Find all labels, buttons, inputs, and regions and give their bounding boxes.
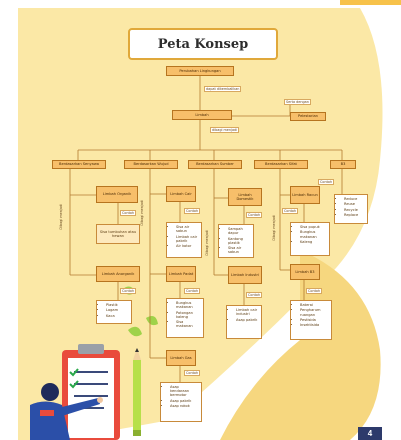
col4-top: Limbah Racun — [290, 186, 320, 204]
col3-top: Limbah Domestik — [228, 188, 262, 206]
list-item: Plastik — [106, 303, 118, 307]
list-item: Limbah cair industri — [236, 308, 258, 316]
list-item: Bungkus makanan — [300, 230, 326, 238]
col5-items: Reduce Reuse Recycle Replace — [334, 194, 368, 224]
list-item: Limbah cair pabrik — [176, 235, 198, 243]
col2-bottom: Limbah Gas — [166, 350, 196, 366]
col3-items1: Sampah dapur Kantong plastik Sisa air sa… — [218, 224, 254, 258]
col3-bottom: Limbah Industri — [228, 266, 262, 284]
side-node: Pelestarian — [290, 112, 326, 121]
list-item: Sisa air sabun — [176, 225, 198, 233]
vertical-label-1: Dibagi menjadi — [59, 204, 63, 230]
clipboard-illustration-icon — [62, 344, 120, 440]
col4-items1: Sisa pupuk Bungkus makanan Kaleng — [290, 222, 330, 256]
col4-bottom: Limbah B3 — [290, 264, 320, 280]
col1-mid: Sisa tumbuhan atau hewan — [96, 224, 140, 244]
col2-link3: Contoh — [184, 370, 201, 376]
list-item: Reuse — [344, 202, 358, 206]
root-link-label: dapat dikembalikan — [204, 86, 242, 92]
list-item: Pengharum ruangan — [300, 308, 328, 316]
root-node: Perubahan Lingkungan — [166, 66, 234, 76]
branch-link-label: dibagi menjadi — [210, 127, 240, 133]
col5-link: Contoh — [318, 179, 335, 185]
list-item: Reduce — [344, 197, 358, 201]
main-node: Limbah — [172, 110, 232, 120]
col2-top: Limbah Cair — [166, 186, 196, 202]
list-item: Air kotor — [176, 244, 198, 248]
list-item: Asap pabrik — [236, 318, 258, 322]
list-item: Asap kendaraan bermotor — [170, 385, 198, 398]
list-item: Baterai — [300, 303, 328, 307]
col2-items2: Bungkus makanan Potongan kaleng Sisa mak… — [166, 298, 204, 338]
category-wujud: Berdasarkan Wujud — [124, 160, 178, 169]
pencil-illustration-icon — [133, 348, 141, 436]
col4-link2: Contoh — [306, 288, 323, 294]
corner-strip — [340, 0, 401, 5]
col1-items: Plastik Logam Kaca — [96, 300, 132, 324]
list-item: Sisa makanan — [176, 320, 200, 328]
page-title: Peta Konsep — [157, 36, 249, 52]
side-link-label: Serta dengan — [284, 99, 311, 105]
person-illustration-icon — [30, 383, 103, 440]
list-item: Replace — [344, 213, 358, 217]
category-senyawa: Berdasarkan Senyawa — [52, 160, 106, 169]
vertical-label-3: Dibagi menjadi — [205, 230, 209, 256]
list-item: Bungkus makanan — [176, 301, 200, 309]
col3-link2: Contoh — [246, 292, 263, 298]
list-item: Logam — [106, 308, 118, 312]
category-sumber: Berdasarkan Sumber — [188, 160, 242, 169]
list-item: Sampah dapur — [228, 227, 250, 235]
col1-top: Limbah Organik — [96, 186, 138, 203]
title-banner: Peta Konsep — [128, 28, 278, 60]
list-item: Kantong plastik — [228, 237, 250, 245]
category-b3: B3 — [330, 160, 356, 169]
list-item: Sisa pupuk — [300, 225, 326, 229]
yellow-wave — [220, 250, 381, 440]
col2-items1: Sisa air sabun Limbah cair pabrik Air ko… — [166, 222, 202, 258]
page-number: 4 — [358, 427, 382, 440]
col1-link: Contoh — [120, 210, 137, 216]
col2-link: Contoh — [184, 208, 201, 214]
col4-link: Contoh — [282, 208, 299, 214]
col1-link2: Contoh — [120, 288, 137, 294]
col4-items2: Baterai Pengharum ruangan Pestisida Inse… — [290, 300, 332, 340]
col3-link: Contoh — [246, 212, 263, 218]
vertical-label-4: Dibagi menjadi — [272, 215, 276, 241]
list-item: Asap rokok — [170, 404, 198, 408]
col2-mid: Limbah Padat — [166, 266, 196, 282]
col2-items3: Asap kendaraan bermotor Asap pabrik Asap… — [160, 382, 202, 422]
vertical-label-2: Dibagi menjadi — [140, 200, 144, 226]
col2-link2: Contoh — [184, 288, 201, 294]
category-sifat: Berdasarkan Sifat — [254, 160, 308, 169]
list-item: Pestisida — [300, 318, 328, 322]
list-item: Recycle — [344, 208, 358, 212]
col3-items2: Limbah cair industri Asap pabrik — [226, 305, 262, 339]
list-item: Kaleng — [300, 240, 326, 244]
list-item: Asap pabrik — [170, 399, 198, 403]
list-item: Insektisida — [300, 323, 328, 327]
col1-bottom: Limbah Anorganik — [96, 266, 140, 282]
list-item: Kaca — [106, 314, 118, 318]
list-item: Potongan kaleng — [176, 311, 200, 319]
connector-lines — [69, 76, 343, 382]
list-item: Sisa air sabun — [228, 246, 250, 254]
